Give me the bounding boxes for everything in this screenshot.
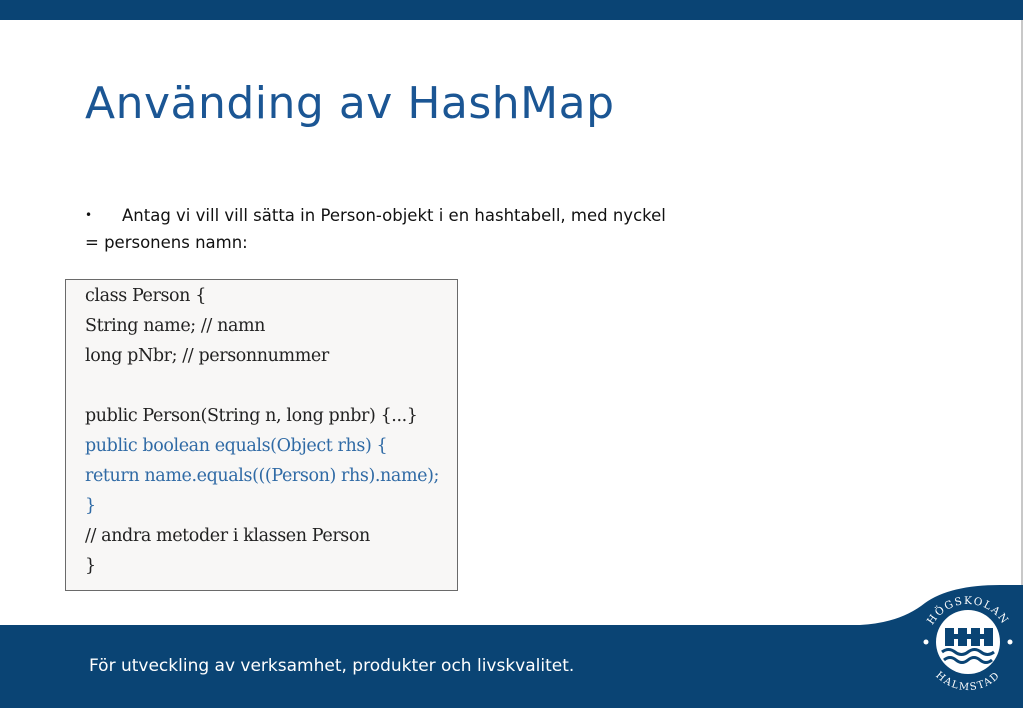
slide-title: Använding av HashMap bbox=[85, 78, 615, 129]
code-line-highlighted: } bbox=[85, 496, 96, 516]
bullet-item: • Antag vi vill vill sätta in Person-obje… bbox=[85, 206, 666, 225]
footer-tagline: För utveckling av verksamhet, produkter … bbox=[89, 656, 575, 676]
slide-right-edge bbox=[1021, 20, 1023, 625]
code-line-highlighted: return name.equals(((Person) rhs).name); bbox=[85, 466, 440, 486]
code-line-highlighted: public boolean equals(Object rhs) { bbox=[85, 436, 388, 456]
code-line: // andra metoder i klassen Person bbox=[85, 526, 370, 546]
bullet-marker: • bbox=[85, 208, 93, 222]
bullet-text-line2: = personens namn: bbox=[85, 233, 248, 252]
footer-bar bbox=[0, 625, 1023, 708]
code-line: long pNbr; // personnummer bbox=[85, 346, 329, 366]
top-bar bbox=[0, 0, 1023, 20]
bullet-text-line1: Antag vi vill vill sätta in Person-objek… bbox=[122, 206, 666, 225]
code-line: class Person { bbox=[85, 286, 206, 306]
code-line: String name; // namn bbox=[85, 316, 266, 336]
code-box: class Person { String name; // namn long… bbox=[65, 279, 458, 591]
code-line: } bbox=[85, 556, 96, 576]
code-line: public Person(String n, long pnbr) {...} bbox=[85, 406, 418, 426]
hogskolan-halmstad-logo: HÖGSKOLAN HALMSTAD bbox=[923, 595, 1013, 693]
